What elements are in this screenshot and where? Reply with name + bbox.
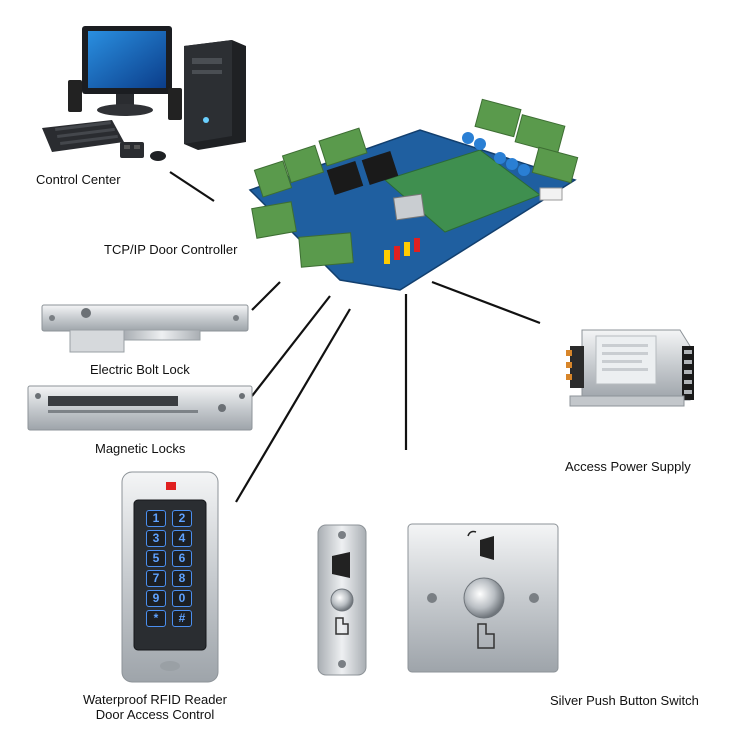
label-rfid-line1: Waterproof RFID Reader bbox=[82, 692, 227, 707]
mouse bbox=[150, 151, 166, 161]
label-bolt-lock: Electric Bolt Lock bbox=[90, 362, 190, 377]
keypad-key: 8 bbox=[172, 570, 192, 587]
keypad-key: # bbox=[172, 610, 192, 627]
keypad-key: 9 bbox=[146, 590, 166, 607]
keypad-key: 3 bbox=[146, 530, 166, 547]
keypad-key: 4 bbox=[172, 530, 192, 547]
label-rfid-line2: Door Access Control bbox=[95, 707, 215, 722]
power-supply-unit bbox=[566, 329, 694, 407]
keypad-key: 1 bbox=[146, 510, 166, 527]
computer-illustration bbox=[42, 26, 246, 161]
connector-rfid-reader bbox=[235, 308, 351, 503]
keypad-key: 7 bbox=[146, 570, 166, 587]
keypad-key: 2 bbox=[172, 510, 192, 527]
connector-bolt-lock bbox=[251, 281, 281, 311]
push-button-small bbox=[317, 524, 367, 676]
label-magnetic-locks: Magnetic Locks bbox=[95, 441, 186, 456]
connector-magnetic-locks bbox=[251, 295, 331, 397]
keypad-key: 6 bbox=[172, 550, 192, 567]
label-power-supply: Access Power Supply bbox=[565, 459, 691, 474]
label-control-center: Control Center bbox=[36, 172, 121, 187]
monitor-screen bbox=[88, 31, 166, 88]
connector-power-supply bbox=[431, 280, 541, 325]
keypad-key: * bbox=[146, 610, 166, 627]
magnetic-lock bbox=[27, 385, 253, 431]
electric-bolt-lock bbox=[41, 304, 249, 353]
speaker-left bbox=[68, 80, 82, 112]
speaker-right bbox=[168, 88, 182, 120]
label-rfid-reader: Waterproof RFID Reader Door Access Contr… bbox=[60, 692, 250, 722]
rj45-port bbox=[393, 193, 425, 221]
connector-lines bbox=[169, 171, 541, 503]
connector-control-center bbox=[169, 171, 215, 202]
label-door-controller: TCP/IP Door Controller bbox=[104, 242, 238, 257]
push-button-large bbox=[407, 523, 559, 673]
keypad-key: 0 bbox=[172, 590, 192, 607]
keypad-key: 5 bbox=[146, 550, 166, 567]
label-push-button: Silver Push Button Switch bbox=[550, 693, 699, 708]
door-controller-board bbox=[248, 98, 579, 291]
